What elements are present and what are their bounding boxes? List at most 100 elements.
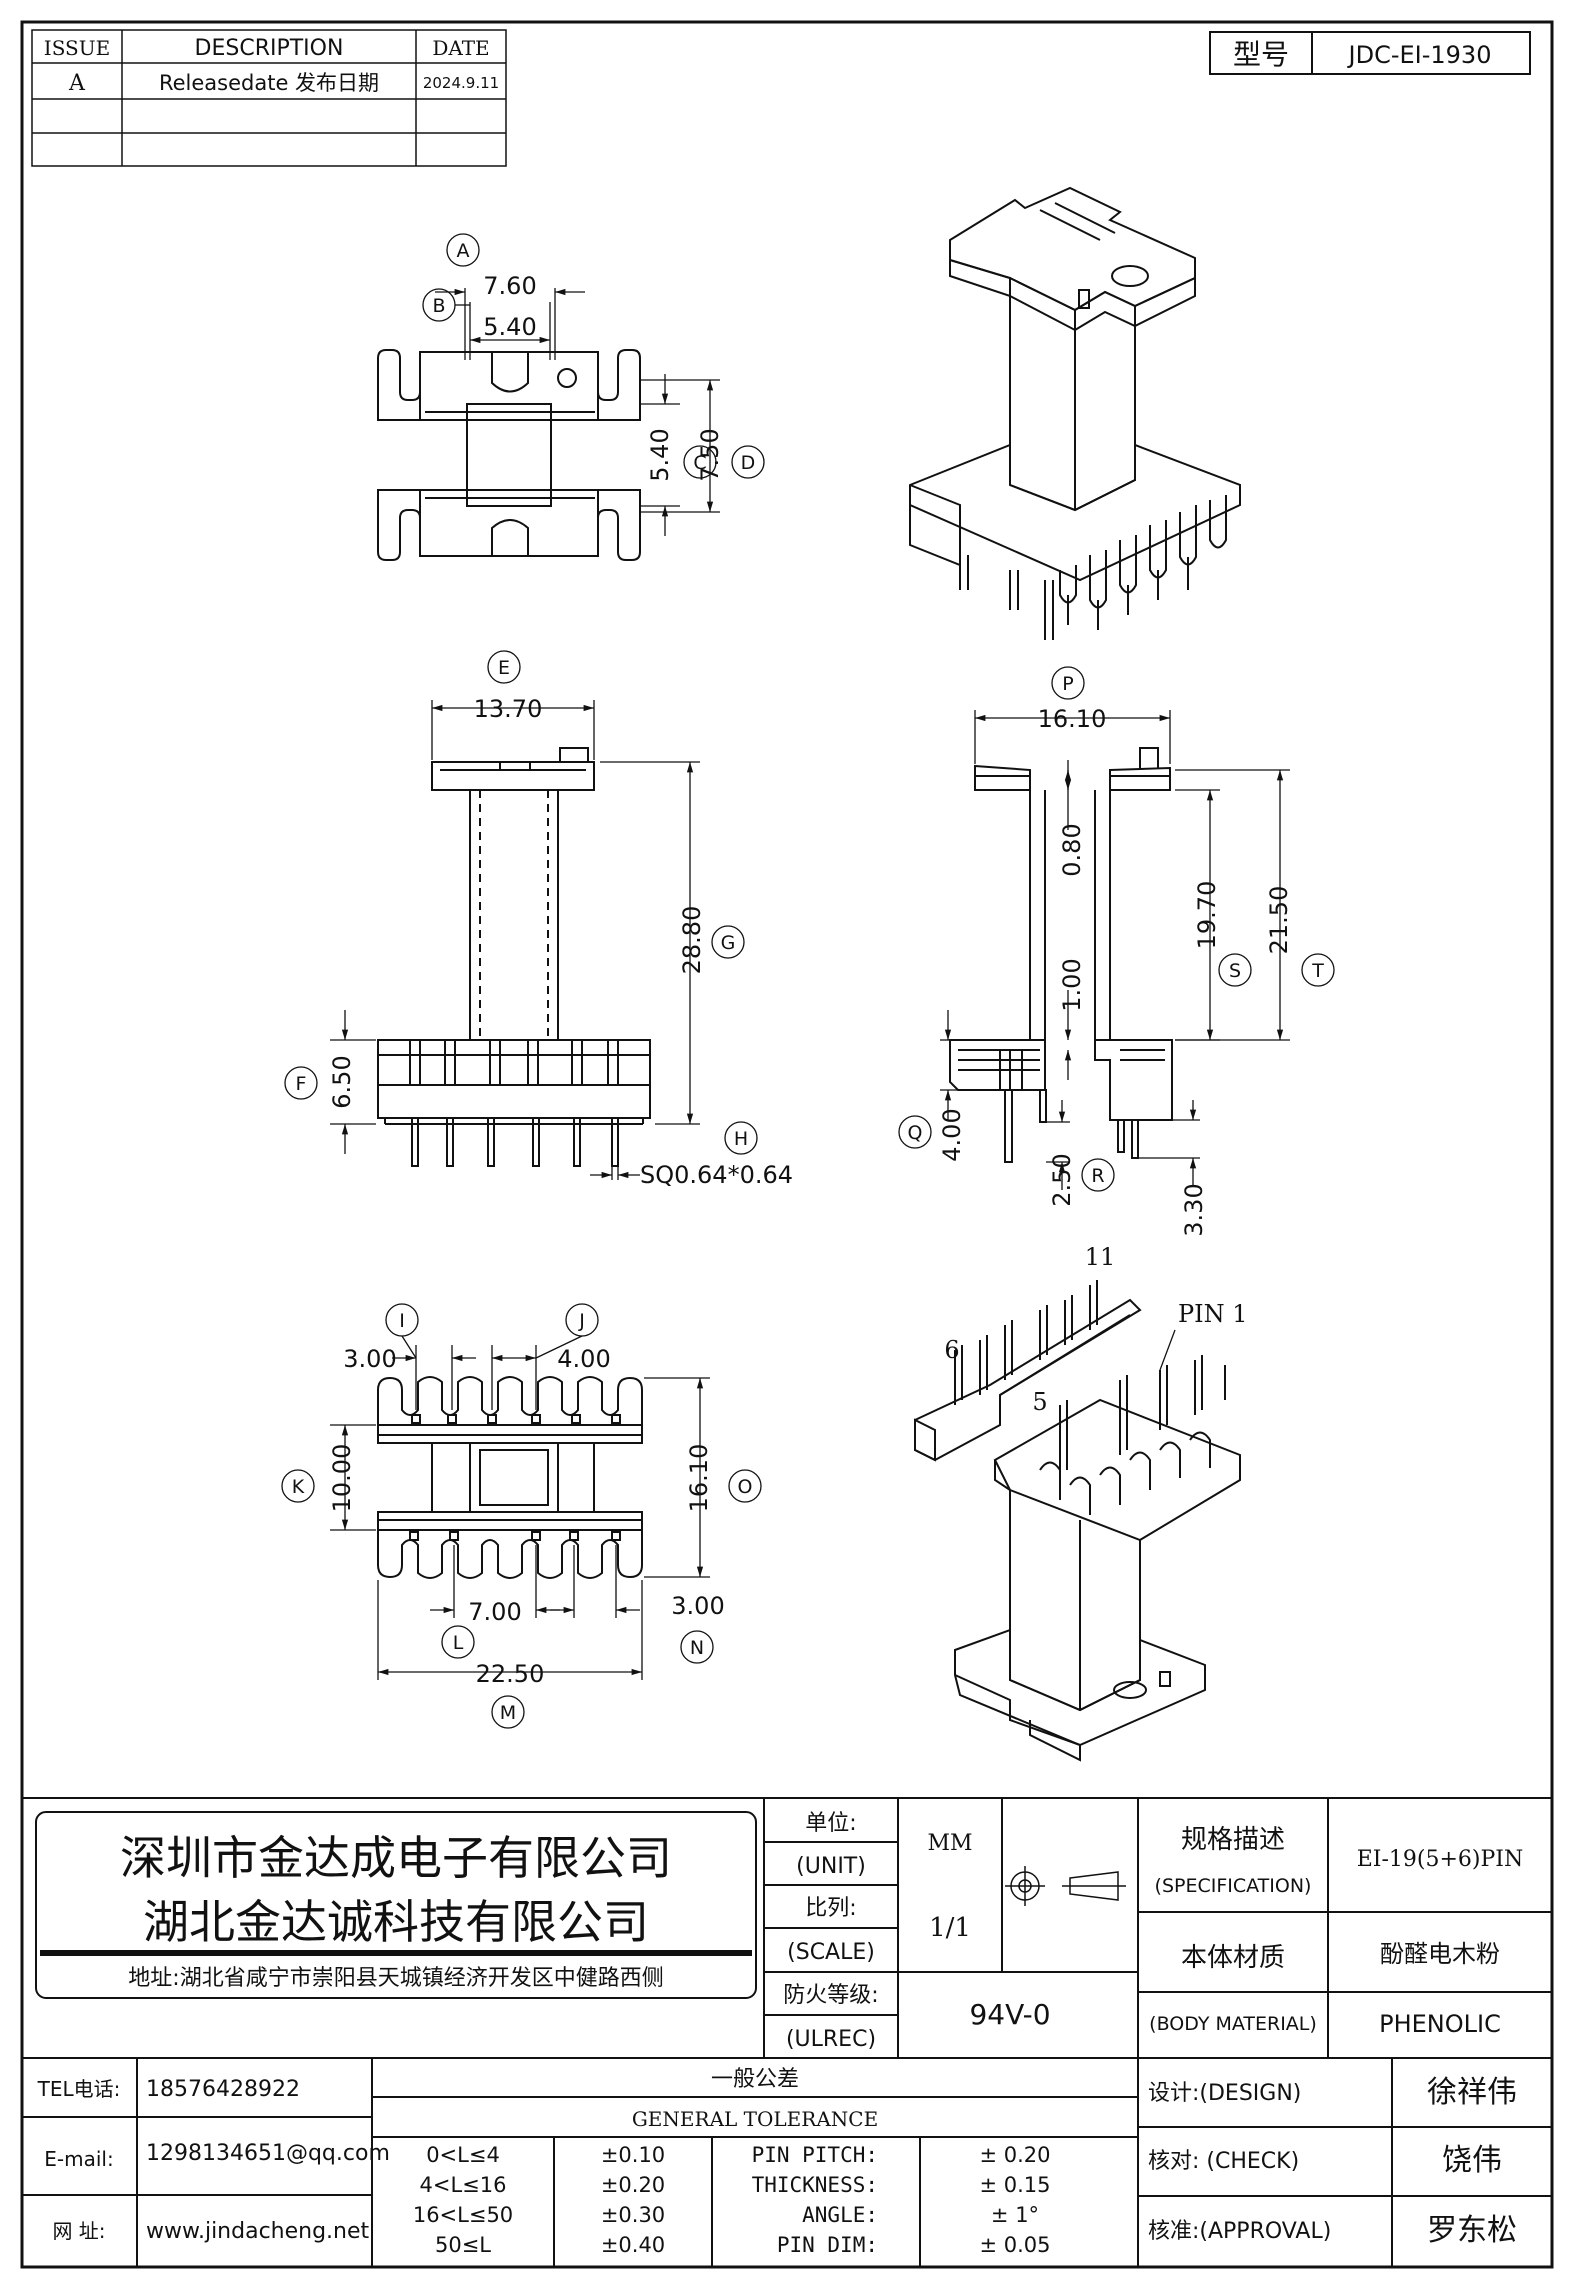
model-value: JDC-EI-1930 xyxy=(1347,41,1492,69)
iso-pin-11: 11 xyxy=(1085,1243,1116,1271)
dim-19.70: 19.70 xyxy=(1193,881,1221,950)
rev-header-date: DATE xyxy=(432,36,489,60)
dim-sq0.64: SQ0.64*0.64 xyxy=(640,1161,793,1189)
dim-3.00-top: 3.00 xyxy=(343,1345,396,1373)
check-name: 饶伟 xyxy=(1442,2143,1502,2178)
label-C: C xyxy=(693,452,706,474)
spec-en: (SPECIFICATION) xyxy=(1155,1875,1312,1897)
iso-pin-5: 5 xyxy=(1032,1388,1047,1416)
label-S: S xyxy=(1229,960,1241,982)
bottom-view xyxy=(377,1376,643,1579)
tol-value-2: ±0.20 xyxy=(601,2173,665,2197)
dim-1.00: 1.00 xyxy=(1058,958,1086,1011)
email-label: E-mail: xyxy=(44,2147,113,2171)
label-M: M xyxy=(500,1702,516,1724)
label-T: T xyxy=(1311,960,1324,982)
dim-7.00: 7.00 xyxy=(468,1598,521,1626)
tel-value: 18576428922 xyxy=(146,2077,300,2102)
scale-cn: 比列: xyxy=(805,1896,856,1921)
tol-name-3: ANGLE: xyxy=(802,2203,878,2227)
label-K: K xyxy=(292,1476,305,1498)
email-value: 1298134651@qq.com xyxy=(146,2141,390,2166)
tol-name-2: THICKNESS: xyxy=(752,2173,878,2197)
ul-en: (ULREC) xyxy=(786,2027,876,2052)
ul-cn: 防火等级: xyxy=(783,1983,878,2008)
label-G: G xyxy=(721,932,736,954)
material-cn: 本体材质 xyxy=(1181,1943,1285,1973)
material-value-en: PHENOLIC xyxy=(1379,2010,1501,2038)
label-J: J xyxy=(578,1310,585,1332)
dim-3.30: 3.30 xyxy=(1180,1183,1208,1236)
bottom-view-dims xyxy=(281,1303,762,1729)
iso-pin-1: PIN 1 xyxy=(1178,1300,1248,1328)
dim-13.70: 13.70 xyxy=(474,695,543,723)
dim-16.10-bottom: 16.10 xyxy=(685,1444,713,1513)
label-R: R xyxy=(1091,1165,1104,1187)
dim-28.80: 28.80 xyxy=(678,906,706,975)
label-A: A xyxy=(457,240,470,262)
dim-10.00: 10.00 xyxy=(328,1444,356,1513)
title-block-grid xyxy=(22,1797,1552,2267)
material-value-cn: 酚醛电木粉 xyxy=(1380,1940,1500,1968)
dim-16.10-side: 16.10 xyxy=(1038,705,1107,733)
label-E: E xyxy=(498,657,510,679)
design-label: 设计:(DESIGN) xyxy=(1148,2081,1301,2106)
iso-view-top xyxy=(909,186,1241,640)
tol-name-4: PIN DIM: xyxy=(777,2233,878,2257)
company-address: 地址:湖北省咸宁市崇阳县天城镇经济开发区中健路西侧 xyxy=(128,1966,663,1991)
spec-cn: 规格描述 xyxy=(1181,1825,1285,1855)
label-L: L xyxy=(453,1632,464,1654)
iso-pin-6: 6 xyxy=(944,1336,959,1364)
dim-0.80: 0.80 xyxy=(1058,823,1086,876)
unit-en: (UNIT) xyxy=(796,1854,866,1879)
tol-spec-3: ± 1° xyxy=(991,2203,1039,2227)
rev-header-issue: ISSUE xyxy=(44,36,110,60)
rev-row-issue: A xyxy=(68,71,86,96)
website-value: www.jindacheng.net xyxy=(146,2219,370,2244)
top-view xyxy=(377,349,641,561)
scale-value: 1/1 xyxy=(929,1913,971,1943)
rev-row-date: 2024.9.11 xyxy=(423,74,499,92)
tol-value-3: ±0.30 xyxy=(601,2203,665,2227)
label-B: B xyxy=(432,295,445,317)
dim-2.50: 2.50 xyxy=(1048,1153,1076,1206)
unit-value: MM xyxy=(927,1831,972,1856)
ul-value: 94V-0 xyxy=(969,1998,1050,2031)
dim-4.00-top: 4.00 xyxy=(557,1345,610,1373)
spec-value: EI-19(5+6)PIN xyxy=(1357,1847,1524,1872)
dim-6.50: 6.50 xyxy=(328,1055,356,1108)
design-name: 徐祥伟 xyxy=(1427,2075,1517,2110)
pin1-leader xyxy=(1159,1329,1176,1371)
label-N: N xyxy=(690,1637,704,1659)
label-O: O xyxy=(738,1476,753,1498)
dim-4.00: 4.00 xyxy=(938,1108,966,1161)
tol-spec-1: ± 0.20 xyxy=(979,2143,1050,2167)
label-I: I xyxy=(399,1310,405,1332)
tolerance-cn: 一般公差 xyxy=(711,2067,799,2092)
front-view xyxy=(377,747,651,1167)
unit-cn: 单位: xyxy=(805,1811,856,1836)
dim-21.50: 21.50 xyxy=(1265,886,1293,955)
tol-range-1: 0<L≤4 xyxy=(426,2143,500,2167)
tol-range-4: 50≤L xyxy=(435,2233,491,2257)
label-D-top: D xyxy=(741,452,756,474)
tolerance-en: GENERAL TOLERANCE xyxy=(632,2107,878,2131)
tel-label: TEL电话: xyxy=(37,2077,121,2101)
label-H: H xyxy=(734,1128,748,1150)
company-name-1: 深圳市金达成电子有限公司 xyxy=(120,1831,672,1885)
label-F: F xyxy=(296,1073,307,1095)
dim-5.40-horizontal: 5.40 xyxy=(483,313,536,341)
dim-22.50: 22.50 xyxy=(476,1660,545,1688)
tol-value-4: ±0.40 xyxy=(601,2233,665,2257)
dim-5.40-vertical: 5.40 xyxy=(646,428,674,481)
tol-name-1: PIN PITCH: xyxy=(752,2143,878,2167)
front-view-dims xyxy=(284,650,758,1180)
approval-name: 罗东松 xyxy=(1427,2213,1517,2248)
dim-7.60: 7.60 xyxy=(483,272,536,300)
company-name-2: 湖北金达诚科技有限公司 xyxy=(143,1895,649,1949)
tol-range-2: 4<L≤16 xyxy=(420,2173,507,2197)
side-view-dims xyxy=(898,666,1335,1192)
dim-3.00-bottom: 3.00 xyxy=(671,1592,724,1620)
projection-symbol-icon xyxy=(1005,1866,1126,1906)
